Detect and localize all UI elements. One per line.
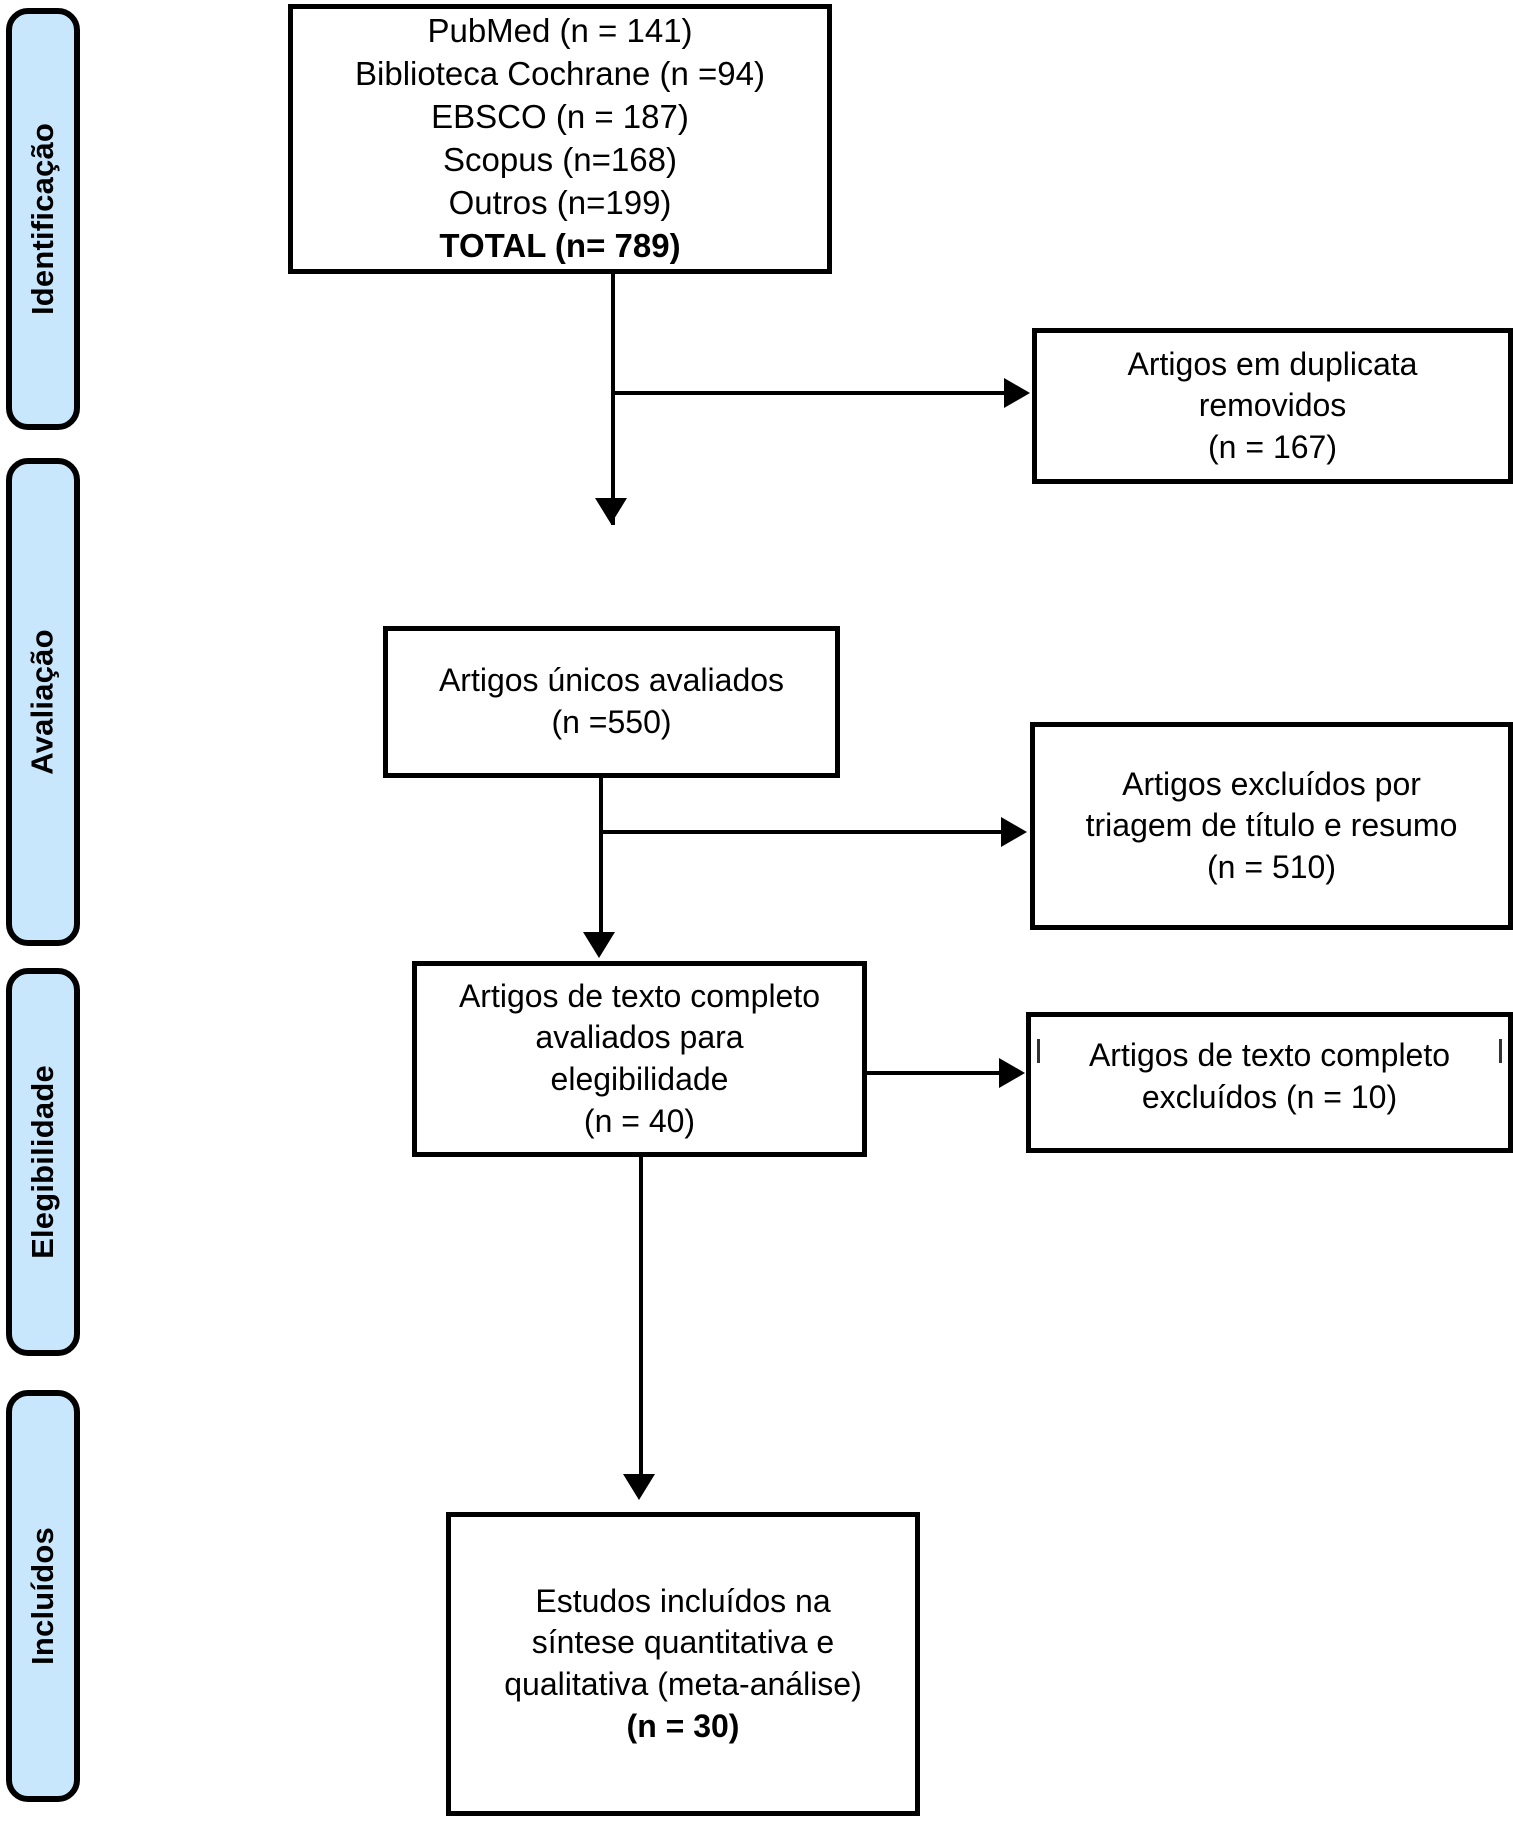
box-duplicates-removed: Artigos em duplicata removidos (n = 167) (1032, 328, 1513, 484)
box-fulltext-assessed: Artigos de texto completo avaliados para… (412, 961, 867, 1157)
included-line-2: síntese quantitativa e (531, 1624, 835, 1661)
box-fulltext-excluded: Artigos de texto completo excluídos (n =… (1026, 1012, 1513, 1153)
connector-sources-to-duplicates (613, 391, 1008, 395)
fulltext-assessed-count: (n = 40) (583, 1102, 696, 1139)
box-sources: PubMed (n = 141) Biblioteca Cochrane (n … (288, 4, 832, 274)
fulltext-assessed-line-2: avaliados para (535, 1019, 744, 1056)
arrowhead-to-unique-screened (595, 498, 627, 524)
sources-line-3: EBSCO (n = 187) (431, 98, 689, 136)
stage-bar-identificacao: Identificação (6, 8, 80, 430)
fulltext-assessed-line-3: elegibilidade (550, 1061, 729, 1097)
stage-label-elegibilidade: Elegibilidade (25, 1065, 60, 1259)
unique-screened-count: (n =550) (551, 704, 672, 740)
arrowhead-to-fulltext (583, 932, 615, 958)
fulltext-assessed-line-1: Artigos de texto completo (458, 977, 821, 1014)
fulltext-excluded-line-1: Artigos de texto completo (1088, 1037, 1451, 1073)
excluded-screening-count: (n = 510) (1207, 848, 1336, 885)
arrowhead-to-excluded-screening (1001, 817, 1027, 847)
sources-line-5: Outros (n=199) (448, 183, 672, 221)
sources-line-2: Biblioteca Cochrane (n =94) (355, 55, 765, 93)
stage-label-incluidos: Incluídos (25, 1527, 60, 1665)
box-included-studies: Estudos incluídos na síntese quantitativ… (446, 1512, 920, 1816)
sources-line-1: PubMed (n = 141) (427, 12, 693, 50)
box-excluded-title-abstract: Artigos excluídos por triagem de título … (1030, 722, 1513, 930)
connector-fulltext-to-excluded (866, 1071, 1003, 1075)
stage-label-identificacao: Identificação (25, 122, 61, 316)
stage-bar-incluidos: Incluídos (6, 1390, 80, 1802)
included-count: (n = 30) (626, 1707, 740, 1744)
connector-unique-to-excluded (601, 830, 1005, 834)
arrowhead-to-fulltext-excluded (999, 1058, 1025, 1088)
connector-fulltext-trunk (639, 1156, 643, 1478)
box-unique-screened: Artigos únicos avaliados (n =550) (383, 626, 840, 778)
arrowhead-to-included (623, 1474, 655, 1500)
included-line-3: qualitativa (meta-análise) (504, 1666, 862, 1702)
fulltext-excluded-count: excluídos (n = 10) (1141, 1078, 1398, 1115)
connector-sources-trunk (611, 273, 615, 525)
duplicates-line-2: removidos (1198, 387, 1347, 424)
duplicates-line-1: Artigos em duplicata (1127, 345, 1418, 382)
duplicates-count: (n = 167) (1208, 428, 1337, 465)
unique-screened-line-1: Artigos únicos avaliados (438, 662, 785, 699)
text-overflow-tick-right (1499, 1039, 1502, 1063)
arrowhead-to-duplicates (1004, 378, 1030, 408)
stage-bar-avaliacao: Avaliação (6, 458, 80, 946)
excluded-screening-line-1: Artigos excluídos por (1122, 765, 1421, 802)
included-line-1: Estudos incluídos na (535, 1582, 831, 1619)
text-overflow-tick-left (1037, 1039, 1040, 1063)
sources-line-4: Scopus (n=168) (443, 141, 677, 178)
stage-bar-elegibilidade: Elegibilidade (6, 968, 80, 1356)
stage-label-avaliacao: Avaliação (25, 629, 60, 775)
excluded-screening-line-2: triagem de título e resumo (1085, 807, 1458, 844)
connector-unique-trunk (599, 778, 603, 936)
sources-total: TOTAL (n= 789) (439, 226, 681, 264)
